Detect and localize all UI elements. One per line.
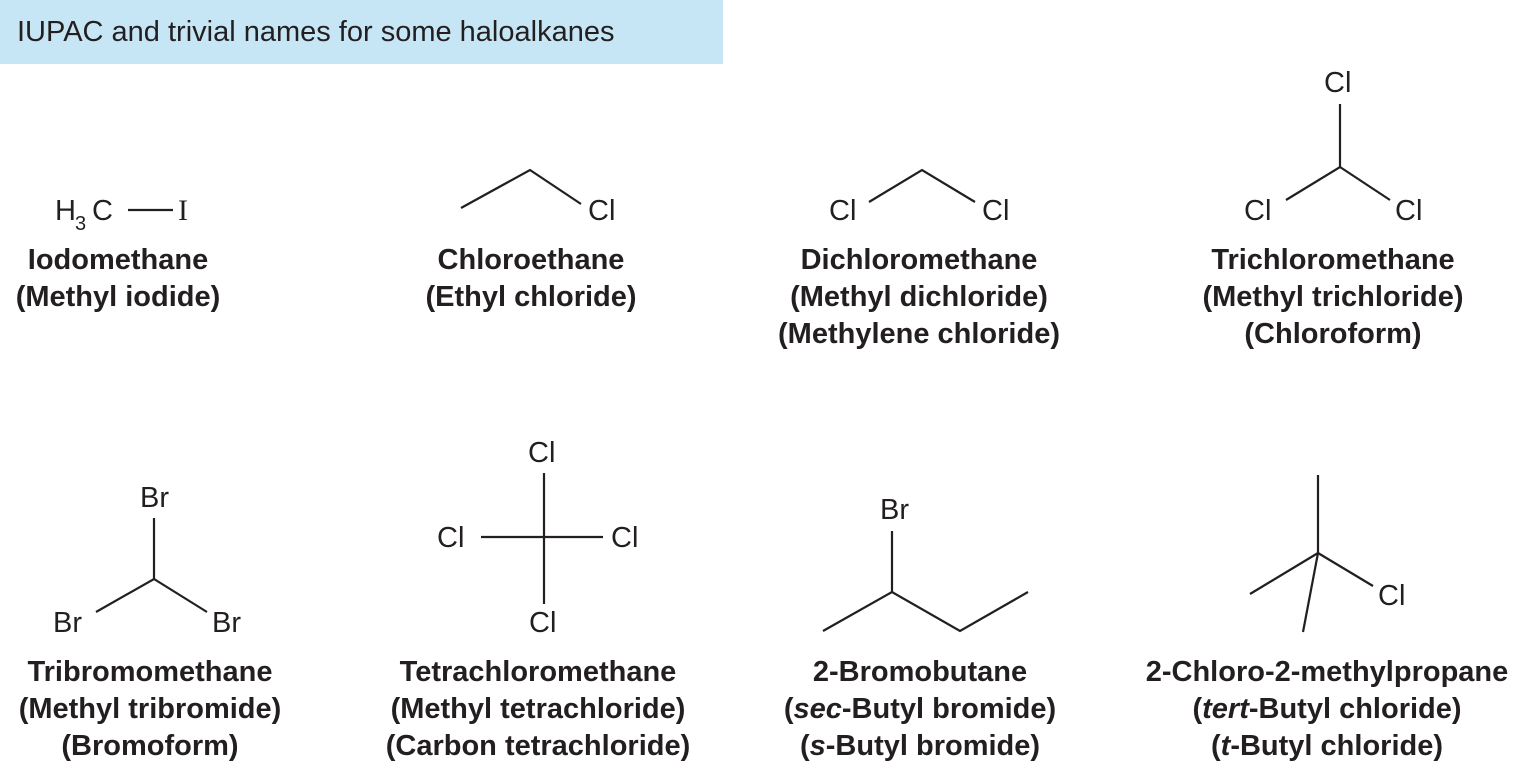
bond-skeleton [822, 590, 1029, 633]
atom-label-br-right: Br [212, 607, 241, 639]
atom-label-c: C [92, 195, 113, 227]
iupac-name: Tribromomethane [27, 656, 273, 688]
prefix-italic: tert [1202, 693, 1249, 725]
trivial-name: (sec-Butyl bromide) [784, 691, 1056, 728]
atom-label-cl-top: Cl [1324, 67, 1351, 99]
atom-label-cl-right: Cl [1395, 195, 1422, 227]
caption-chloroethane: Chloroethane (Ethyl chloride) [425, 242, 636, 316]
iupac-name: 2-Bromobutane [812, 656, 1028, 688]
paren: ( [783, 693, 794, 725]
prefix-italic: sec [793, 693, 842, 725]
atom-label-cl-left: Cl [829, 195, 856, 227]
prefix-italic: s [809, 730, 826, 762]
atom-label-br: Br [880, 494, 909, 526]
iupac-name: Dichloromethane [800, 244, 1038, 276]
trichloromethane-structure: Cl Cl Cl [1244, 67, 1422, 227]
caption-bromobutane: 2-Bromobutane (sec-Butyl bromide) (s-But… [784, 654, 1056, 765]
bond-skeleton [868, 168, 976, 203]
trivial-name-2: (Bromoform) [61, 730, 239, 762]
atom-label-br-left: Br [53, 607, 82, 639]
bond-skeleton [460, 168, 582, 209]
trivial-name: (Methyl tetrachloride) [390, 693, 686, 725]
atom-label-h: H [55, 195, 76, 227]
prefix-italic: t [1220, 730, 1231, 762]
tribromomethane-structure: Br Br Br [53, 482, 241, 639]
trivial-name: (tert-Butyl chloride) [1146, 691, 1509, 728]
bond-skeleton [1285, 165, 1391, 201]
name-rest: -Butyl bromide) [841, 693, 1057, 725]
chloroethane-structure: Cl [460, 168, 615, 227]
trivial-name-2: (Chloroform) [1244, 318, 1422, 350]
iupac-name: Chloroethane [437, 244, 625, 276]
atom-label-cl: Cl [1378, 580, 1405, 612]
tetrachloromethane-structure: Cl Cl Cl Cl [437, 437, 638, 639]
paren: ( [1210, 730, 1221, 762]
trivial-name: (Ethyl chloride) [425, 281, 637, 313]
chloromethylpropane-structure: Cl [1249, 475, 1405, 633]
subscript-3: 3 [75, 213, 86, 235]
figure-title: IUPAC and trivial names for some haloalk… [17, 16, 615, 48]
trivial-name-2: (s-Butyl bromide) [784, 728, 1056, 765]
atom-label-cl-left: Cl [437, 522, 464, 554]
atom-label-cl-top: Cl [528, 437, 555, 469]
caption-trichloromethane: Trichloromethane (Methyl trichloride) (C… [1202, 242, 1463, 353]
trivial-name-2: (Carbon tetrachloride) [385, 730, 691, 762]
trivial-name: (Methyl iodide) [15, 281, 221, 313]
atom-label-i: I [178, 194, 188, 227]
paren: ( [799, 730, 810, 762]
iodomethane-structure: H 3 C I [55, 194, 188, 235]
bond-c-cl [1317, 552, 1374, 587]
atom-label-cl-right: Cl [611, 522, 638, 554]
iupac-name: 2-Chloro-2-methylpropane [1145, 656, 1509, 688]
atom-label-cl-left: Cl [1244, 195, 1271, 227]
trivial-name: (Methyl tribromide) [18, 693, 282, 725]
caption-dichloromethane: Dichloromethane (Methyl dichloride) (Met… [778, 242, 1060, 353]
iupac-name: Trichloromethane [1211, 244, 1455, 276]
bond-skeleton [95, 577, 208, 613]
trivial-name: (Methyl trichloride) [1202, 281, 1464, 313]
caption-chloromethylpropane: 2-Chloro-2-methylpropane (tert-Butyl chl… [1146, 654, 1509, 765]
name-rest: -Butyl bromide) [825, 730, 1041, 762]
figure-title-banner: IUPAC and trivial names for some haloalk… [0, 0, 723, 64]
atom-label-cl-bottom: Cl [529, 607, 556, 639]
atom-label-cl: Cl [588, 195, 615, 227]
bond-down [1301, 552, 1320, 633]
trivial-name-2: (Methylene chloride) [778, 318, 1060, 350]
name-rest: -Butyl chloride) [1248, 693, 1462, 725]
name-rest: -Butyl chloride) [1230, 730, 1443, 762]
dichloromethane-structure: Cl Cl [829, 168, 1009, 227]
caption-tribromomethane: Tribromomethane (Methyl tribromide) (Bro… [19, 654, 282, 765]
bromobutane-structure: Br [822, 494, 1029, 633]
trivial-name-2: (t-Butyl chloride) [1146, 728, 1509, 765]
atom-label-cl-right: Cl [982, 195, 1009, 227]
trivial-name: (Methyl dichloride) [790, 281, 1048, 313]
iupac-name: Tetrachloromethane [399, 656, 677, 688]
caption-tetrachloromethane: Tetrachloromethane (Methyl tetrachloride… [386, 654, 691, 765]
caption-iodomethane: Iodomethane (Methyl iodide) [16, 242, 221, 316]
bond-left [1249, 552, 1319, 595]
atom-label-br-top: Br [140, 482, 169, 514]
iupac-name: Iodomethane [27, 244, 209, 276]
paren: ( [1192, 693, 1203, 725]
